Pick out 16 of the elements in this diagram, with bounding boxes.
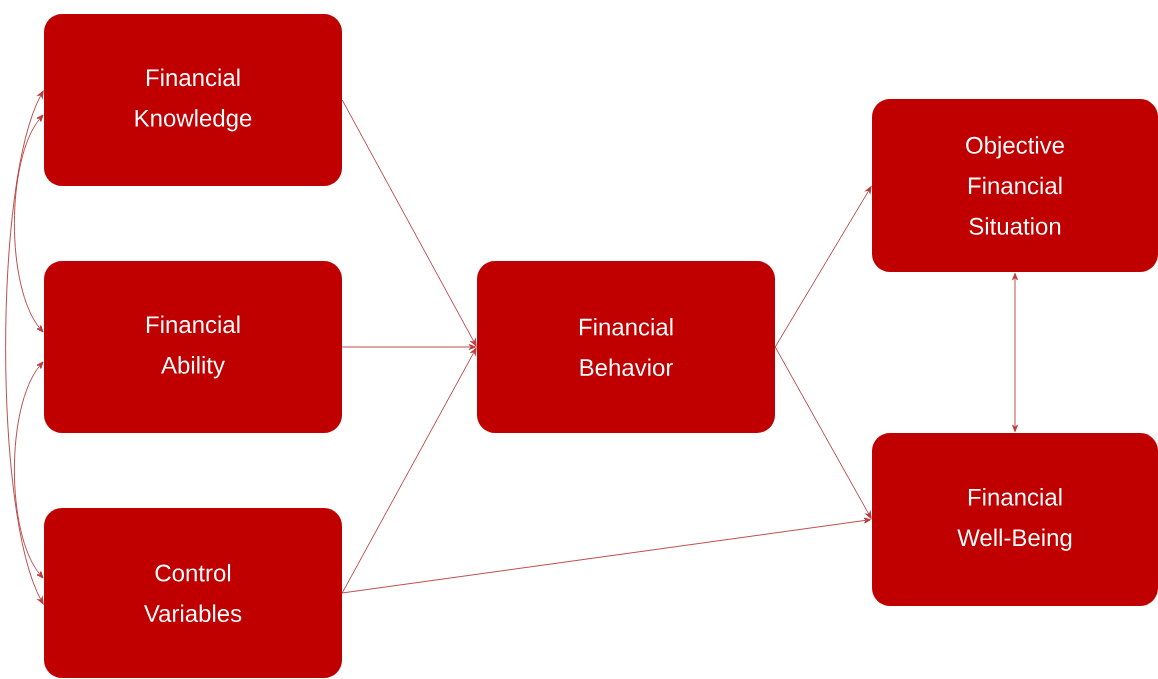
arrow — [341, 99, 477, 347]
arrow — [774, 186, 872, 348]
arrow — [774, 346, 872, 519]
process-box: Control Variables — [44, 508, 342, 678]
process-box: Financial Ability — [44, 261, 342, 433]
arrow — [341, 517, 872, 594]
arrow — [13, 114, 44, 333]
arrow — [341, 344, 476, 350]
process-box: Objective Financial Situation — [872, 99, 1158, 272]
process-box: Financial Well-Being — [872, 433, 1158, 606]
arrow — [341, 347, 477, 594]
process-box: Financial Knowledge — [44, 14, 342, 186]
process-box: Financial Behavior — [477, 261, 775, 433]
arrow — [5, 90, 44, 605]
arrow — [1012, 273, 1018, 432]
arrow — [13, 361, 44, 579]
